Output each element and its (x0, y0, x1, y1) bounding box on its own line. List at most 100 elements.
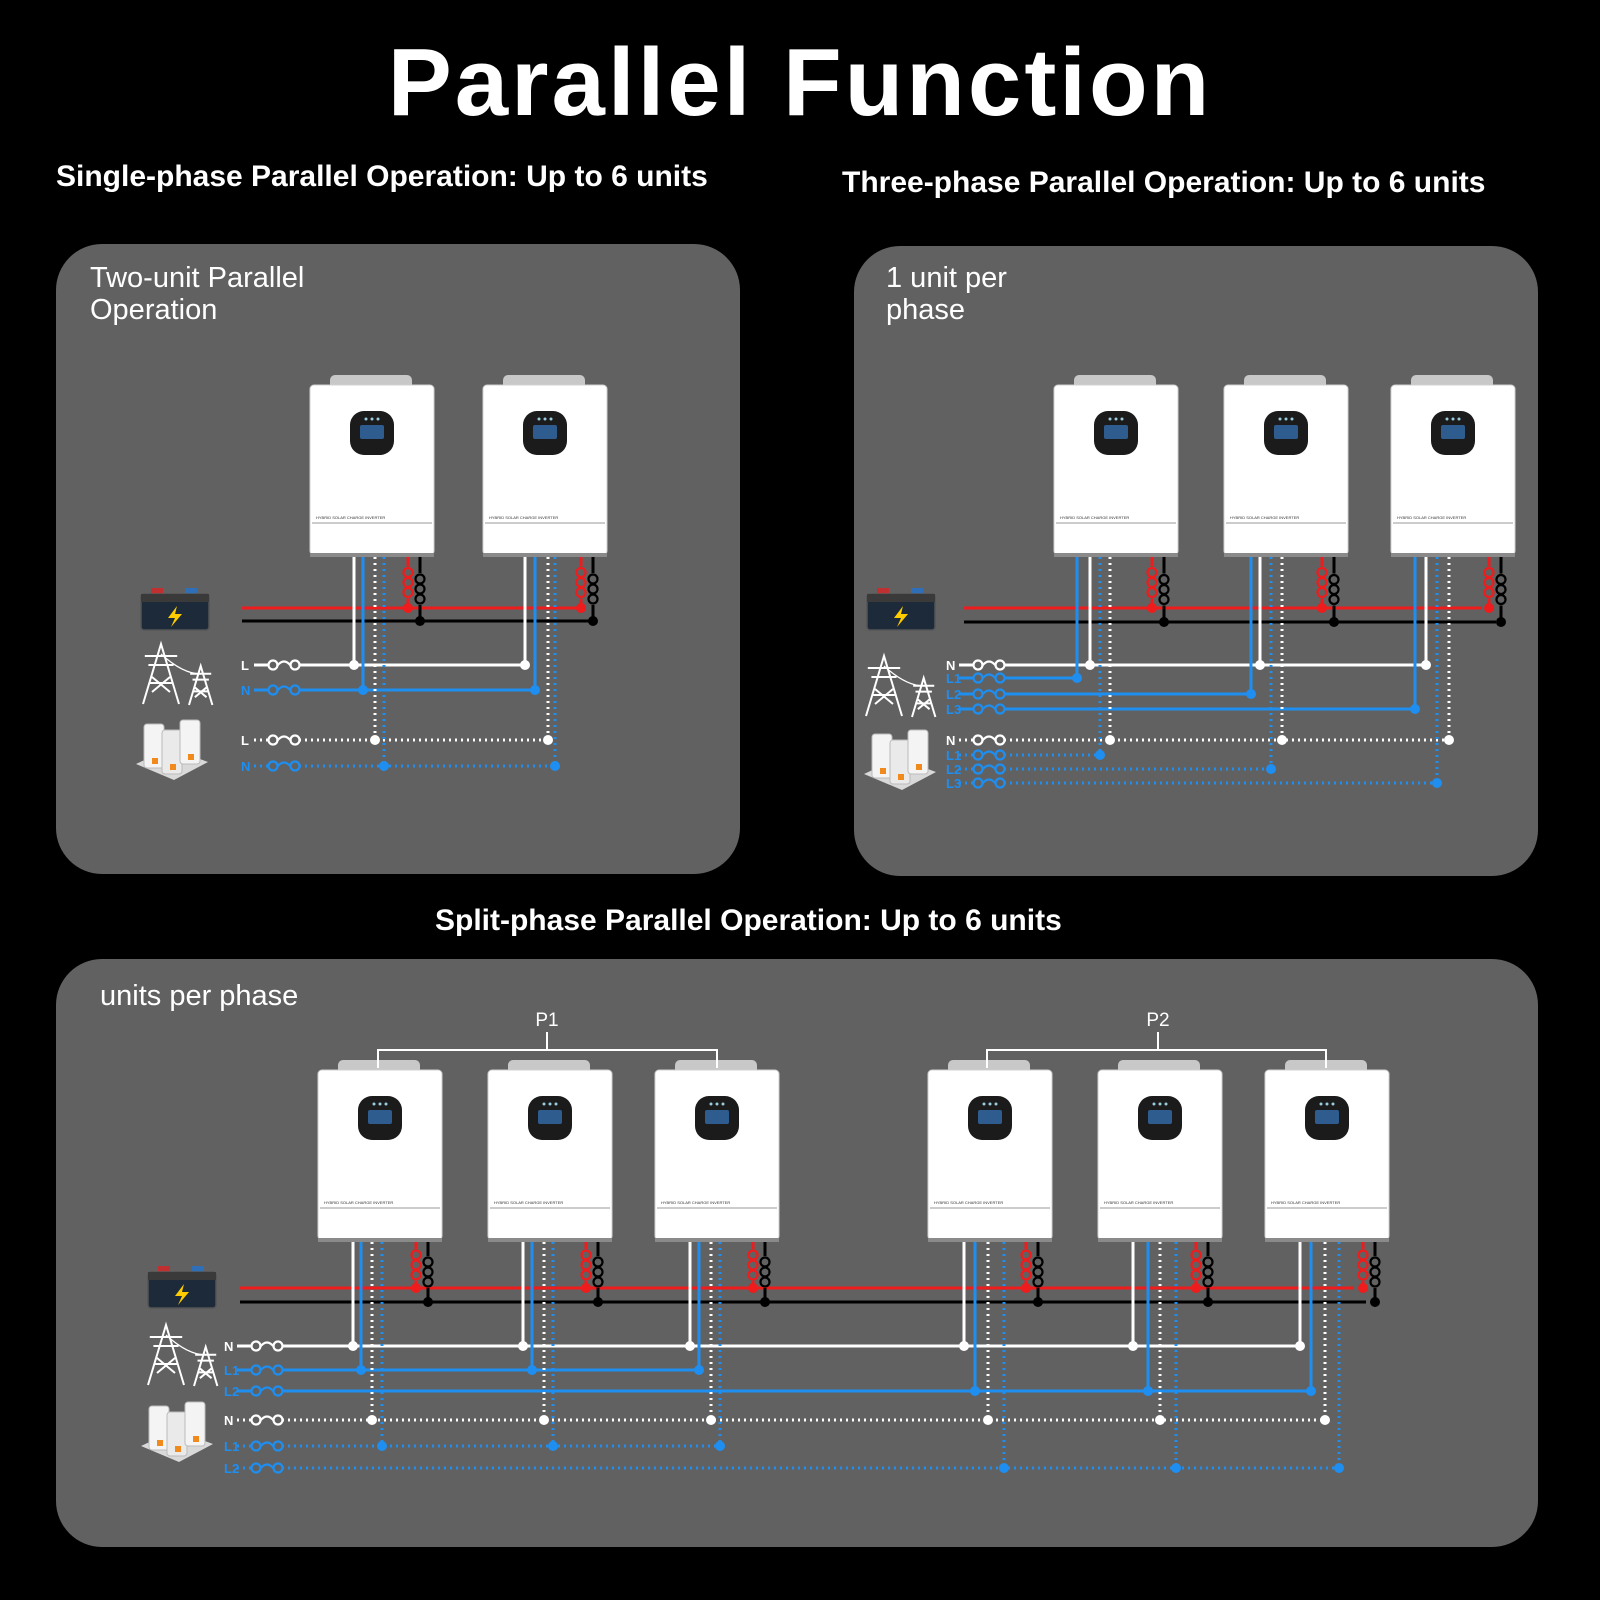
three-inverter-2-dc-negative-lead-coil-1 (1328, 573, 1340, 586)
split-grid-icon-tower-small (193, 1343, 219, 1387)
three-inverter-1-dc-negative-lead-coil-3 (1158, 593, 1170, 606)
single-load-label-2: N (241, 759, 250, 774)
split-grid-breaker-3 (250, 1385, 284, 1397)
three-grid-breaker-3-switch-arc (981, 689, 997, 696)
single-battery-icon-bolt (168, 606, 182, 627)
split-grid-breaker-1 (250, 1340, 284, 1352)
single-battery-icon-terminal-pos (151, 588, 163, 595)
split-load-line-3-node-2 (1171, 1463, 1181, 1473)
single-inverter-2-dc-positive-lead-coil-1 (575, 566, 587, 579)
split-group-p2-line (986, 1032, 1327, 1068)
split-inverter-5-dc-positive-lead (1190, 1242, 1202, 1288)
three-inverter-1-dc-positive-lead-coil-1 (1146, 566, 1158, 579)
split-inverter-4-led-1 (982, 1102, 986, 1106)
split-inverter-2: HYBRID SOLAR CHARGE INVERTER (487, 1060, 613, 1242)
split-inverter-3-dc-positive-lead-coil-2 (747, 1259, 759, 1271)
split-inverter-5-dc-positive-node (1191, 1283, 1201, 1293)
split-grid-icon-tower-large (147, 1321, 185, 1386)
three-load-line-1-node-1 (1105, 735, 1115, 745)
single-phase-title: Single-phase Parallel Operation: Up to 6… (56, 160, 708, 193)
split-grid-breaker-2-contact-a (250, 1364, 262, 1376)
split-inverter-2-dc-negative-lead-coil-2 (592, 1266, 604, 1278)
single-grid-breaker-1 (267, 659, 301, 671)
split-grid-line-3-node-3 (1306, 1386, 1316, 1396)
single-load-icon-indicator-3 (188, 754, 194, 760)
single-inverter-1-led-1 (364, 417, 368, 421)
single-load-icon (136, 719, 208, 780)
split-inverter-3-dc-negative-node (760, 1297, 770, 1307)
single-inverter-2-body (482, 384, 608, 556)
three-phase-panel-label: 1 unit per phase (886, 262, 1007, 326)
split-load-line-2-node-1 (377, 1441, 387, 1451)
split-inverter-3-dc-positive-lead (747, 1242, 759, 1288)
split-inverter-2-display-screen (538, 1110, 562, 1124)
three-battery-icon-terminal-neg (911, 588, 923, 595)
single-grid-breaker-1-contact-b (289, 659, 301, 671)
split-inverter-2-led-3 (554, 1102, 558, 1106)
split-inverter-4-dc-positive-node (1021, 1283, 1031, 1293)
split-inverter-2-model-text: HYBRID SOLAR CHARGE INVERTER (494, 1200, 563, 1205)
single-battery-icon-terminal-neg (185, 588, 197, 595)
split-inverter-1-dc-positive-lead-coil-3 (410, 1269, 422, 1281)
three-inverter-2: HYBRID SOLAR CHARGE INVERTER (1223, 375, 1349, 557)
split-grid-breaker-1-contact-b (272, 1340, 284, 1352)
three-inverter-3-body (1390, 384, 1516, 556)
single-inverter-1-dc-positive-node (403, 603, 413, 613)
three-inverter-1-dc-positive-lead-coil-2 (1146, 576, 1158, 589)
split-inverter-4-led-3 (994, 1102, 998, 1106)
split-inverter-3-dc-negative-lead (759, 1242, 771, 1302)
three-inverter-2-led-3 (1290, 417, 1294, 421)
three-grid-breaker-4-contact-b (994, 703, 1006, 715)
three-inverter-1-model-text: HYBRID SOLAR CHARGE INVERTER (1060, 515, 1129, 520)
single-load-icon-indicator-2 (170, 764, 176, 770)
split-inverter-5-led-3 (1164, 1102, 1168, 1106)
single-inverter-2-dc-negative-lead-coil-3 (587, 593, 599, 605)
split-inverter-5-dc-negative-lead-coil-1 (1202, 1256, 1214, 1268)
split-load-breaker-3-switch-arc (259, 1463, 275, 1470)
three-inverter-3-led-2 (1451, 417, 1455, 421)
split-grid-breaker-2 (250, 1364, 284, 1376)
split-grid-line-1-node-6 (1295, 1341, 1305, 1351)
three-load-breaker-3 (972, 763, 1006, 775)
single-grid-breaker-1-switch-arc (276, 660, 292, 667)
split-inverter-4-model-text: HYBRID SOLAR CHARGE INVERTER (934, 1200, 1003, 1205)
three-grid-line-1-node-1 (1085, 660, 1095, 670)
split-inverter-2-dc-positive-node (581, 1283, 591, 1293)
split-inverter-2-bottom-edge (488, 1238, 612, 1242)
single-grid-line-2-node-2 (530, 685, 540, 695)
three-load-icon (864, 729, 936, 790)
split-inverter-6-bottom-edge (1265, 1238, 1389, 1242)
three-grid-breaker-4-contact-a (972, 703, 984, 715)
three-grid-icon-tower-large (865, 652, 903, 717)
split-grid-breaker-2-switch-arc (259, 1365, 275, 1372)
single-inverter-1-led-3 (376, 417, 380, 421)
split-inverter-4: HYBRID SOLAR CHARGE INVERTER (927, 1060, 1053, 1242)
split-load-breaker-2-switch-arc (259, 1441, 275, 1448)
single-inverter-2-led-1 (537, 417, 541, 421)
single-inverter-2-dc-positive-node (576, 603, 586, 613)
split-load-breaker-2 (250, 1440, 284, 1452)
split-inverter-3-dc-positive-node (748, 1283, 758, 1293)
split-inverter-4-dc-negative-lead-coil-1 (1032, 1256, 1044, 1268)
split-inverter-3-led-3 (721, 1102, 725, 1106)
split-load-line-2-node-3 (715, 1441, 725, 1451)
three-inverter-3-bottom-edge (1391, 553, 1515, 557)
split-inverter-4-dc-positive-lead-coil-1 (1020, 1249, 1032, 1261)
three-inverter-1-dc-positive-node (1147, 603, 1157, 613)
split-inverter-1-bottom-edge (318, 1238, 442, 1242)
single-inverter-2-led-2 (543, 417, 547, 421)
three-battery-icon-lid (867, 594, 935, 602)
three-inverter-2-dc-negative-lead-coil-2 (1328, 583, 1340, 596)
split-inverter-5-dc-negative-lead-coil-3 (1202, 1276, 1214, 1288)
three-grid-label-2: L1 (946, 671, 961, 686)
three-inverter-2-dc-positive-lead-coil-2 (1316, 576, 1328, 589)
split-inverter-6: HYBRID SOLAR CHARGE INVERTER (1264, 1060, 1390, 1242)
split-load-icon-indicator-3 (193, 1436, 199, 1442)
split-inverter-2-dc-negative-lead-coil-3 (592, 1276, 604, 1288)
split-inverter-1-dc-negative-lead-coil-3 (422, 1276, 434, 1288)
three-inverter-2-dc-negative-lead-coil-3 (1328, 593, 1340, 606)
split-phase-panel-label: units per phase (100, 980, 299, 1012)
single-load-icon-unit-3 (179, 719, 201, 765)
three-grid-line-1-node-3 (1421, 660, 1431, 670)
split-inverter-2-led-2 (548, 1102, 552, 1106)
